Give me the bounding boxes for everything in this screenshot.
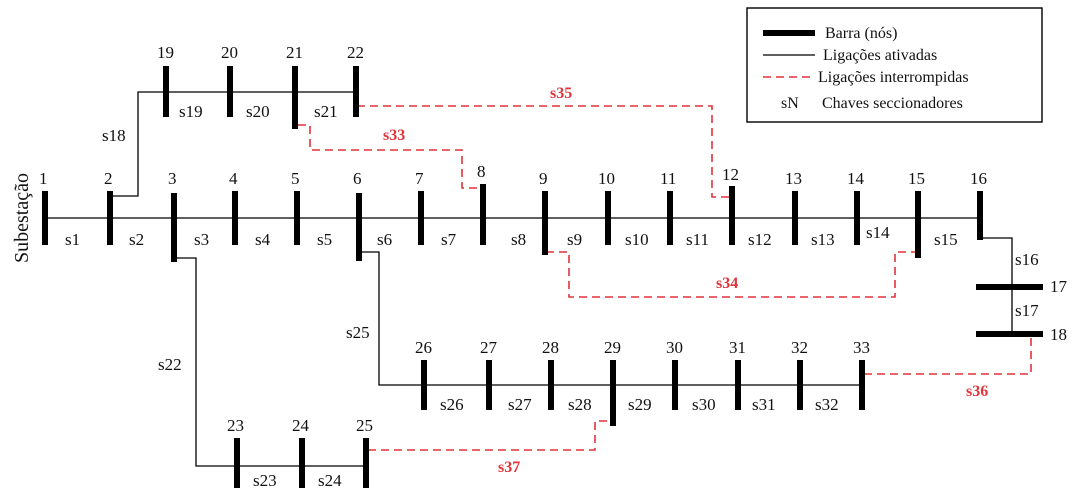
- switch-label: s15: [934, 230, 958, 249]
- line-lateral-23-25: [175, 257, 366, 467]
- buses: [42, 66, 1043, 488]
- tie-line-s37: [368, 420, 612, 451]
- line-lateral-26-33: [359, 251, 862, 386]
- switch-label: s9: [567, 230, 582, 249]
- node-label: 10: [598, 169, 615, 188]
- switch-label: s16: [1015, 250, 1039, 269]
- switch-label: s7: [441, 230, 457, 249]
- switch-label: s19: [179, 102, 203, 121]
- tie-switch-label: s36: [966, 383, 988, 400]
- node-label: 14: [847, 169, 865, 188]
- node-label: 7: [415, 169, 424, 188]
- node-labels: 1 2 3 4 5 6 7 8 9 10 11 12 13 14 15 16 1…: [39, 43, 1068, 435]
- legend-interrupted-text: Ligações interrompidas: [818, 69, 969, 86]
- node-label: 3: [168, 169, 177, 188]
- legend-bus-text: Barra (nós): [825, 25, 897, 42]
- tie-switch-label: s34: [716, 275, 738, 292]
- node-label: 5: [291, 169, 300, 188]
- switch-label: s17: [1015, 301, 1039, 320]
- switch-label: s28: [568, 395, 592, 414]
- node-label: 24: [292, 416, 310, 435]
- switch-label: s4: [255, 230, 271, 249]
- switch-label: s11: [686, 230, 709, 249]
- node-label: 22: [347, 43, 364, 62]
- switch-label: s3: [194, 230, 209, 249]
- switch-label: s30: [692, 395, 716, 414]
- switch-label: s21: [314, 102, 338, 121]
- active-lines: [45, 91, 1013, 467]
- legend: Barra (nós) Ligações ativadas Ligações i…: [746, 7, 1043, 123]
- switch-labels: s1 s2 s3 s4 s5 s6 s7 s8 s9 s10 s11 s12 s…: [65, 102, 1039, 488]
- node-label: 6: [353, 169, 362, 188]
- node-label: 2: [104, 169, 113, 188]
- tie-line-s35: [357, 105, 732, 198]
- node-label: 26: [415, 338, 432, 357]
- legend-switch-symbol: sN: [781, 95, 799, 112]
- node-label: 1: [39, 169, 48, 188]
- node-label: 28: [542, 338, 559, 357]
- node-label: 12: [722, 165, 739, 184]
- tie-switch-labels: s33 s34 s35 s36 s37: [383, 85, 988, 476]
- tie-switch-label: s33: [383, 127, 405, 144]
- switch-label: s6: [377, 230, 392, 249]
- switch-label: s5: [317, 230, 332, 249]
- switch-label: s12: [748, 230, 772, 249]
- node-label: 13: [785, 169, 802, 188]
- substation-label: Subestação: [11, 173, 33, 263]
- node-label: 33: [853, 338, 870, 357]
- legend-switch-text: Chaves seccionadores: [822, 95, 963, 112]
- node-label: 15: [908, 169, 925, 188]
- switch-label: s1: [65, 230, 80, 249]
- switch-label: s32: [815, 395, 839, 414]
- tie-line-s36: [864, 334, 1032, 375]
- line-lateral-19-22: [110, 91, 354, 197]
- node-label: 18: [1050, 325, 1067, 344]
- node-label: 9: [539, 169, 548, 188]
- node-label: 29: [604, 338, 621, 357]
- tie-line-s34: [546, 251, 917, 298]
- tie-switch-label: s35: [550, 85, 572, 102]
- node-label: 30: [666, 338, 683, 357]
- legend-box: [746, 7, 1043, 123]
- switch-label: s8: [511, 230, 526, 249]
- switch-label: s18: [102, 126, 126, 145]
- switch-label: s10: [625, 230, 649, 249]
- switch-label: s31: [752, 395, 776, 414]
- line-16-17: [980, 237, 1013, 287]
- node-label: 21: [286, 43, 303, 62]
- switch-label: s2: [129, 230, 144, 249]
- switch-label: s13: [811, 230, 835, 249]
- node-label: 27: [480, 338, 498, 357]
- switch-label: s23: [253, 471, 277, 488]
- node-label: 17: [1050, 277, 1068, 296]
- tie-lines: [298, 105, 1032, 451]
- switch-label: s24: [318, 471, 342, 488]
- switch-label: s26: [440, 395, 464, 414]
- switch-label: s14: [866, 223, 890, 242]
- legend-active-text: Ligações ativadas: [823, 47, 937, 64]
- switch-label: s29: [628, 395, 652, 414]
- node-label: 31: [729, 338, 746, 357]
- node-label: 20: [221, 43, 238, 62]
- switch-label: s27: [508, 395, 532, 414]
- node-label: 32: [791, 338, 808, 357]
- tie-switch-label: s37: [498, 459, 520, 476]
- node-label: 11: [660, 169, 676, 188]
- node-label: 23: [227, 416, 244, 435]
- switch-label: s25: [346, 323, 370, 342]
- node-label: 25: [356, 416, 373, 435]
- node-label: 8: [477, 162, 486, 181]
- node-label: 19: [157, 43, 174, 62]
- node-label: 16: [970, 169, 987, 188]
- node-label: 4: [229, 169, 238, 188]
- switch-label: s20: [246, 102, 270, 121]
- switch-label: s22: [158, 355, 182, 374]
